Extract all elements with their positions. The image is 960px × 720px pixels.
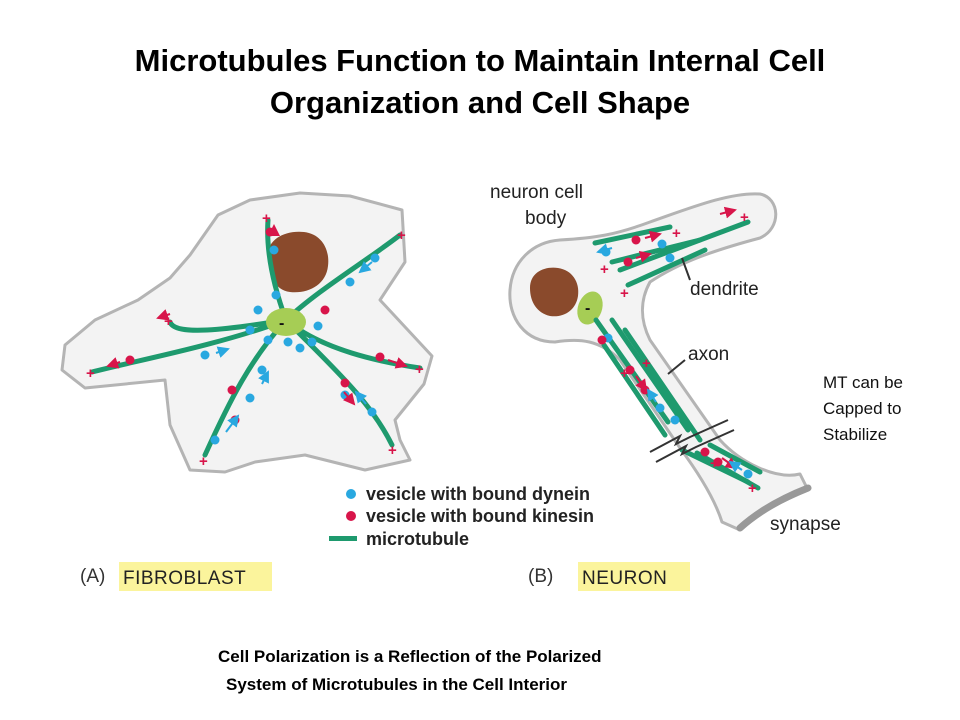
neuron-centrosome <box>577 291 603 325</box>
plus-end-marker: + <box>642 355 651 372</box>
neuron-nucleus <box>530 267 579 317</box>
plus-end-marker: + <box>415 361 424 378</box>
panel-b-letter: (B) <box>528 566 553 587</box>
neuron-minus-end: - <box>585 300 590 317</box>
dendrite-label: dendrite <box>690 279 759 300</box>
axon-label: axon <box>688 344 729 365</box>
microtubule-swatch <box>329 536 357 541</box>
side-note-line-3: Stabilize <box>823 425 888 444</box>
legend-kinesin-label: vesicle with bound kinesin <box>366 506 594 526</box>
cell-body-label-line-2: body <box>525 208 567 229</box>
slide-title-line-1: Microtubules Function to Maintain Intern… <box>134 43 826 78</box>
synapse-terminal <box>736 484 812 532</box>
dendrite-pointer <box>681 257 691 281</box>
plus-end-marker: + <box>672 225 681 242</box>
dynein-vesicle-swatch <box>346 489 356 499</box>
slide-title: Microtubules Function to Maintain Intern… <box>0 40 960 124</box>
panel-b-highlight <box>578 562 690 591</box>
plus-end-marker: + <box>600 261 609 278</box>
plus-end-marker: + <box>397 227 406 244</box>
panel-a-letter: (A) <box>80 566 105 587</box>
cell-body-label-line-1: neuron cell <box>490 182 583 203</box>
legend-dynein-label: vesicle with bound dynein <box>366 484 590 504</box>
neuron-membrane <box>508 192 810 532</box>
fibroblast-cell: - + + + + + + + <box>60 191 434 474</box>
axon-pointer <box>667 359 686 375</box>
fibroblast-centrosome <box>266 308 306 336</box>
axon-break-marker <box>649 419 729 453</box>
plus-end-marker: + <box>620 365 629 382</box>
neuron-cell: - + + + + + + + + <box>490 182 841 535</box>
panel-b-caption: (B) NEURON <box>528 562 690 591</box>
plus-end-marker: + <box>740 209 749 226</box>
plus-end-marker: + <box>86 365 95 382</box>
panel-b-name: NEURON <box>582 568 667 589</box>
slide-caption: Cell Polarization is a Reflection of the… <box>190 643 790 699</box>
panel-a-highlight <box>119 562 272 591</box>
kinesin-vesicle-swatch <box>346 511 356 521</box>
plus-end-marker: + <box>262 210 271 227</box>
panel-a-caption: (A) FIBROBLAST <box>80 562 272 591</box>
panel-a-name: FIBROBLAST <box>123 568 246 589</box>
fibroblast-transport-arrows <box>106 224 408 433</box>
plus-end-marker: + <box>620 285 629 302</box>
fibroblast-minus-end: - <box>279 315 284 332</box>
axon-break-marker <box>655 429 735 463</box>
fibroblast-nucleus <box>267 231 329 293</box>
fibroblast-plus-ends: + + + + + + + <box>86 210 424 470</box>
caption-line-2: System of Microtubules in the Cell Inter… <box>226 675 567 694</box>
plus-end-marker: + <box>748 480 757 497</box>
side-note: MT can be Capped to Stabilize <box>823 370 943 448</box>
side-note-line-1: MT can be <box>823 373 904 392</box>
synapse-label: synapse <box>770 514 841 535</box>
slide-title-line-2: Organization and Cell Shape <box>269 85 691 120</box>
caption-line-1: Cell Polarization is a Reflection of the… <box>218 647 602 666</box>
legend-microtubule-label: microtubule <box>366 529 469 549</box>
diagram-legend: vesicle with bound dynein vesicle with b… <box>329 484 594 549</box>
plus-end-marker: + <box>388 442 397 459</box>
plus-end-marker: + <box>164 313 173 330</box>
neuron-transport-arrows <box>596 206 743 473</box>
side-note-line-2: Capped to <box>823 399 902 418</box>
plus-end-marker: + <box>199 453 208 470</box>
